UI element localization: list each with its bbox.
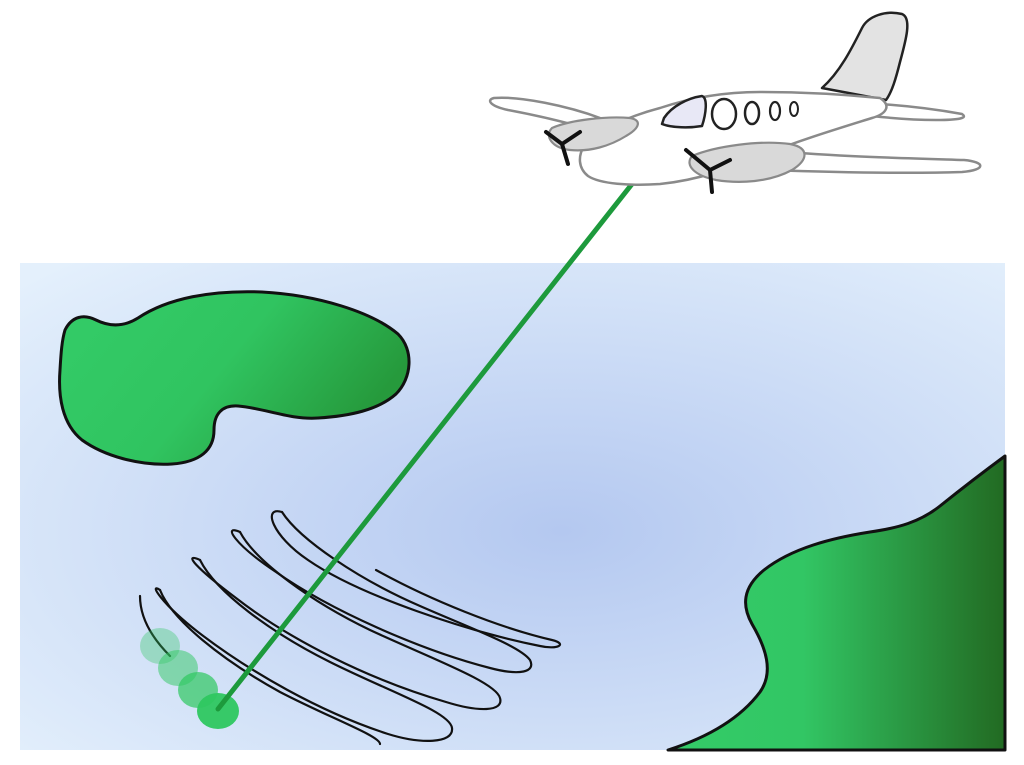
cabin-window (790, 102, 798, 116)
cabin-window (712, 99, 736, 129)
airplane (490, 13, 980, 192)
cockpit-window (662, 96, 706, 127)
tail-fin (822, 13, 907, 100)
cabin-window (770, 102, 780, 120)
cabin-window (745, 102, 759, 124)
